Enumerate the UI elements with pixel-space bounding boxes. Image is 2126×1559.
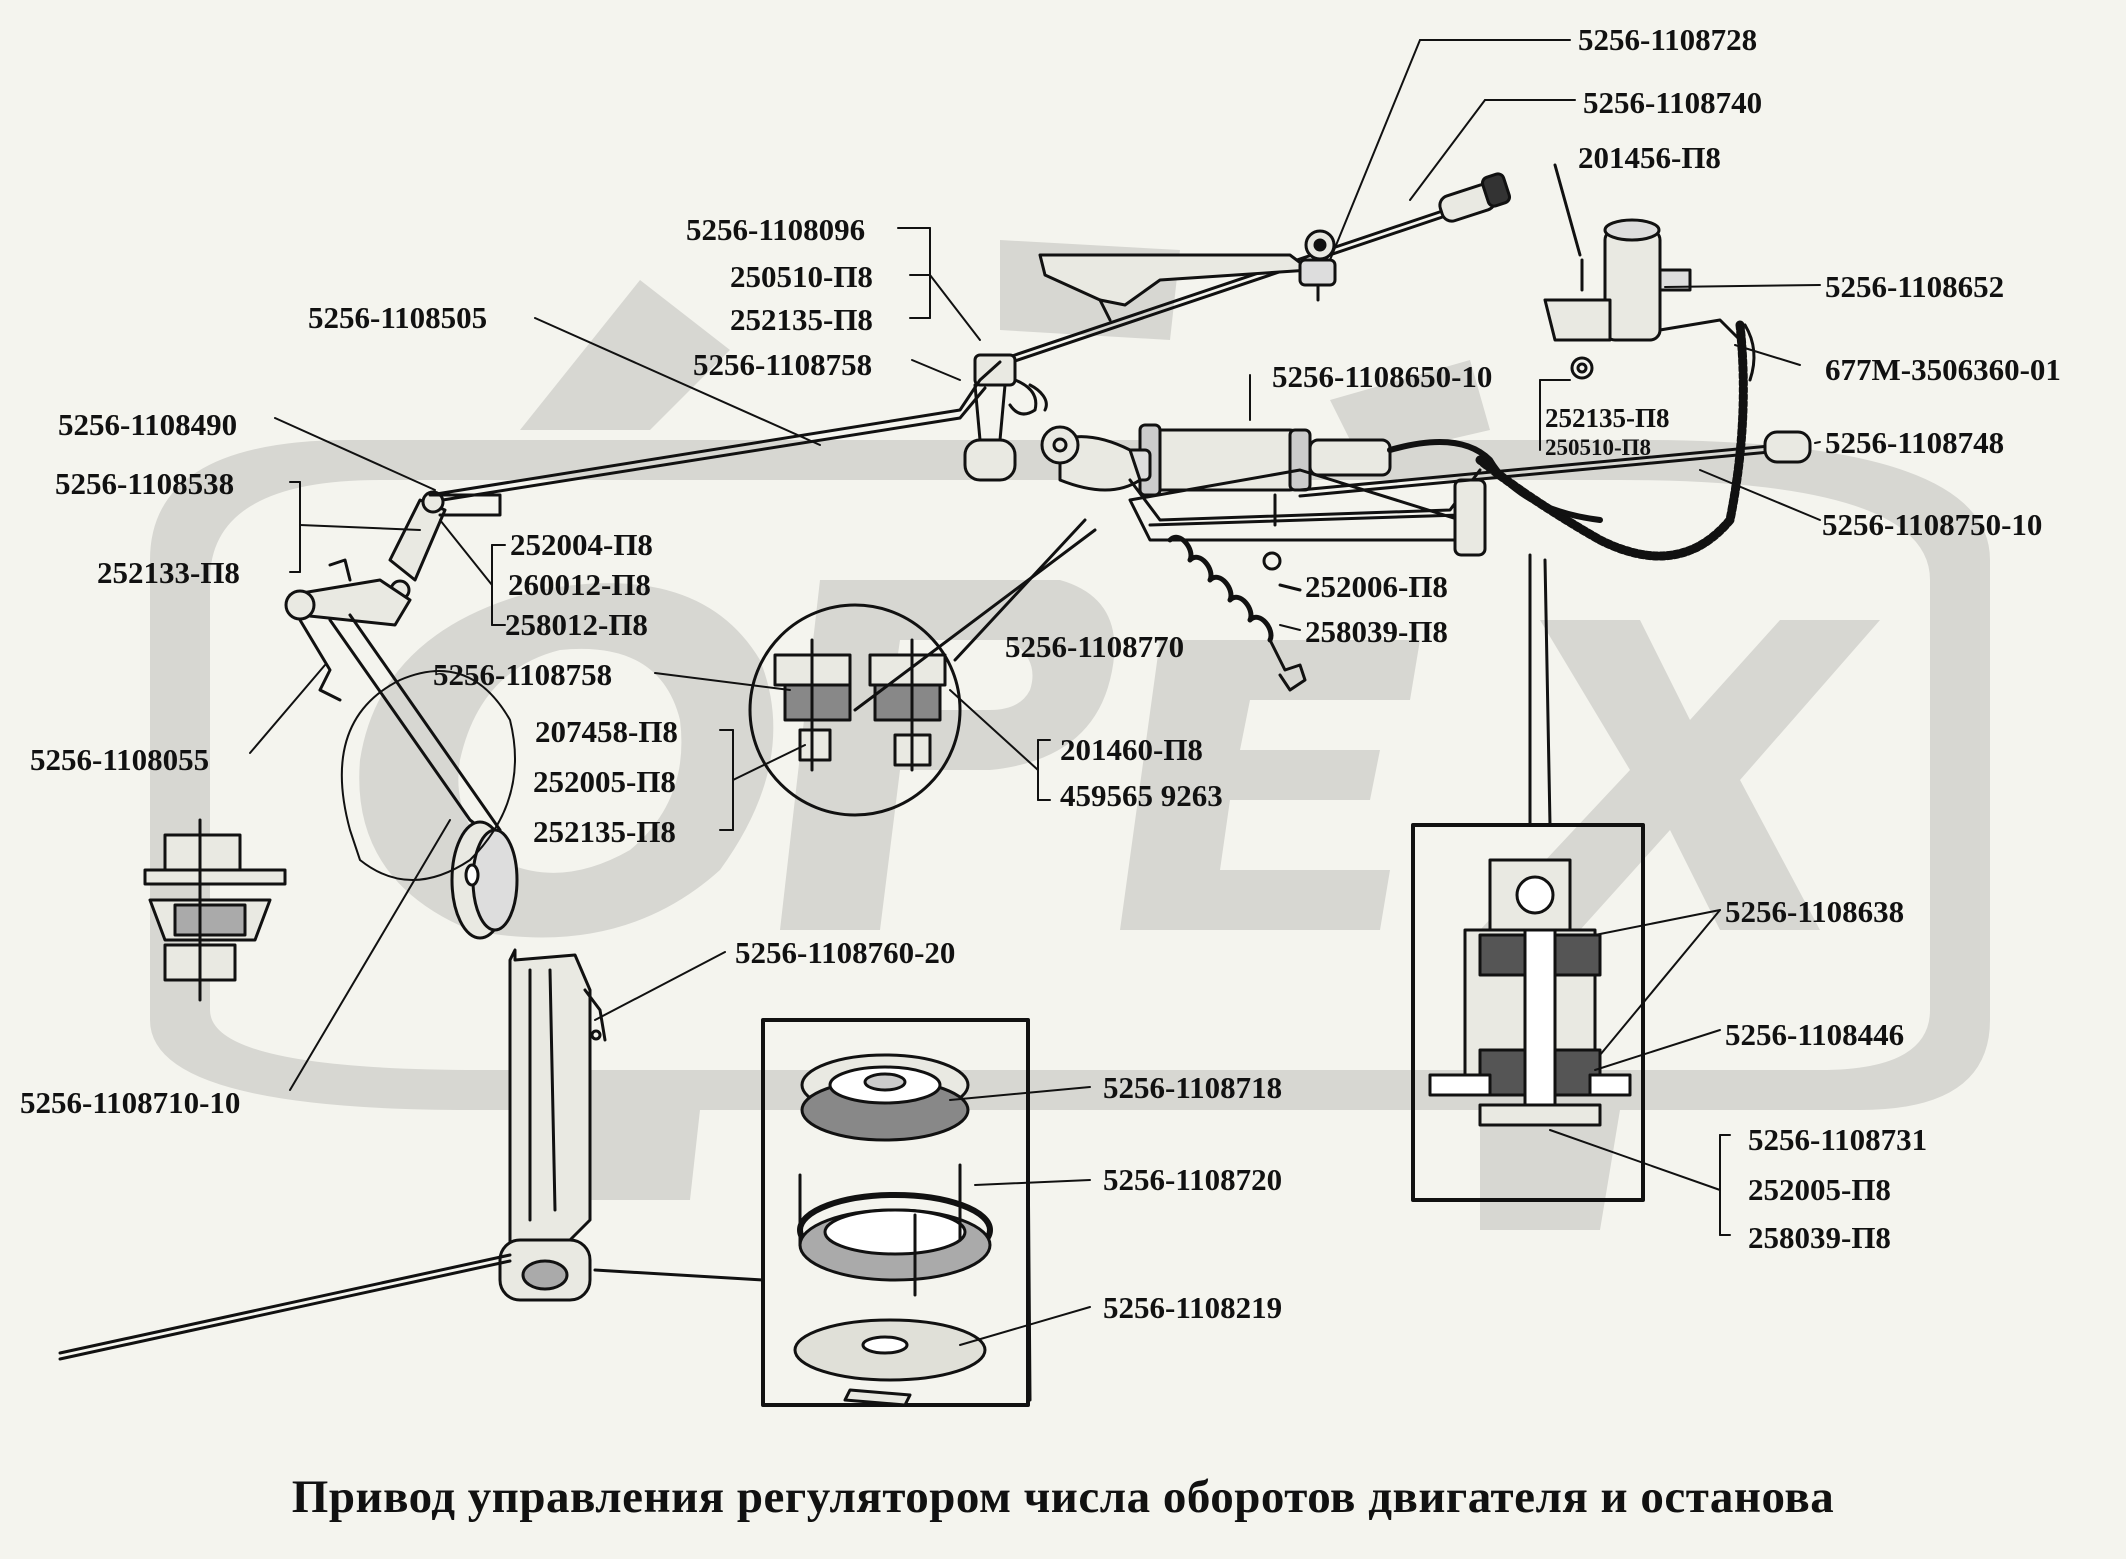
part-label: 5256-1108219 bbox=[1103, 1290, 1282, 1325]
part-label: 5256-1108538 bbox=[55, 466, 234, 501]
page-title: Привод управления регулятором числа обор… bbox=[291, 1471, 1835, 1523]
part-label: 5256-1108055 bbox=[30, 742, 209, 777]
right-rod bbox=[1298, 430, 1812, 498]
mechanism-drawing bbox=[58, 39, 1821, 1407]
part-label: 250510-П8 bbox=[1545, 435, 1651, 460]
pulley-bracket bbox=[450, 820, 607, 1302]
part-label: 459565 9263 bbox=[1060, 778, 1223, 813]
detail-circle-pin bbox=[748, 518, 1097, 817]
part-label: 5256-1108652 bbox=[1825, 269, 2004, 304]
upper-bracket bbox=[1038, 229, 1337, 322]
part-label: 5256-1108758 bbox=[433, 657, 612, 692]
leader-lines bbox=[249, 39, 1821, 1346]
part-label: 5256-1108760-20 bbox=[735, 935, 955, 970]
part-label: 201456-П8 bbox=[1578, 140, 1721, 175]
part-label: 5256-1108748 bbox=[1825, 425, 2004, 460]
intermediate-lever bbox=[1040, 425, 1487, 557]
part-label: 258012-П8 bbox=[505, 607, 648, 642]
part-label: 252135-П8 bbox=[533, 814, 676, 849]
part-label: 5256-1108638 bbox=[1725, 894, 1904, 929]
part-label: 5256-1108710-10 bbox=[20, 1085, 240, 1120]
part-label: 5256-1108731 bbox=[1748, 1122, 1927, 1157]
stop-cable-rod bbox=[998, 172, 1512, 368]
part-label: 252133-П8 bbox=[97, 555, 240, 590]
part-label: 5256-1108728 bbox=[1578, 22, 1757, 57]
part-label: 258039-П8 bbox=[1305, 614, 1448, 649]
part-label: 207458-П8 bbox=[535, 714, 678, 749]
solenoid-upper bbox=[1543, 163, 1742, 380]
part-label: 252135-П8 bbox=[730, 302, 873, 337]
part-label: 5256-1108650-10 bbox=[1272, 359, 1492, 394]
detail-box-bushing bbox=[1411, 553, 1645, 1202]
part-label: 5256-1108758 bbox=[693, 347, 872, 382]
detail-box-pulley bbox=[593, 1018, 1032, 1407]
part-label: 5256-1108720 bbox=[1103, 1162, 1282, 1197]
part-label: 252006-П8 bbox=[1305, 569, 1448, 604]
part-label: 5256-1108750-10 bbox=[1822, 507, 2042, 542]
part-label: 201460-П8 bbox=[1060, 732, 1203, 767]
part-label: 5256-1108446 bbox=[1725, 1017, 1904, 1052]
part-label: 5256-1108770 bbox=[1005, 629, 1184, 664]
part-label: 677М-3506360-01 bbox=[1825, 352, 2061, 387]
callout-labels: 5256-1108728 5256-1108740 201456-П8 5256… bbox=[20, 22, 2061, 1325]
part-label: 252004-П8 bbox=[510, 527, 653, 562]
detail-oval-left bbox=[340, 670, 516, 881]
part-label: 260012-П8 bbox=[508, 567, 651, 602]
part-label: 252005-П8 bbox=[533, 764, 676, 799]
part-label: 252005-П8 bbox=[1748, 1172, 1891, 1207]
stop-solenoid bbox=[1118, 423, 1603, 527]
bolt-assembly bbox=[143, 818, 287, 1002]
part-label: 5256-1108740 bbox=[1583, 85, 1762, 120]
throttle-cable bbox=[58, 1253, 512, 1361]
part-label: 5256-1108718 bbox=[1103, 1070, 1282, 1105]
part-label: 5256-1108505 bbox=[308, 300, 487, 335]
part-label: 5256-1108490 bbox=[58, 407, 237, 442]
long-rod-left bbox=[428, 360, 1002, 504]
part-label: 250510-П8 bbox=[730, 259, 873, 294]
part-label: 258039-П8 bbox=[1748, 1220, 1891, 1255]
part-label: 252135-П8 bbox=[1545, 403, 1670, 433]
part-label: 5256-1108096 bbox=[686, 212, 865, 247]
